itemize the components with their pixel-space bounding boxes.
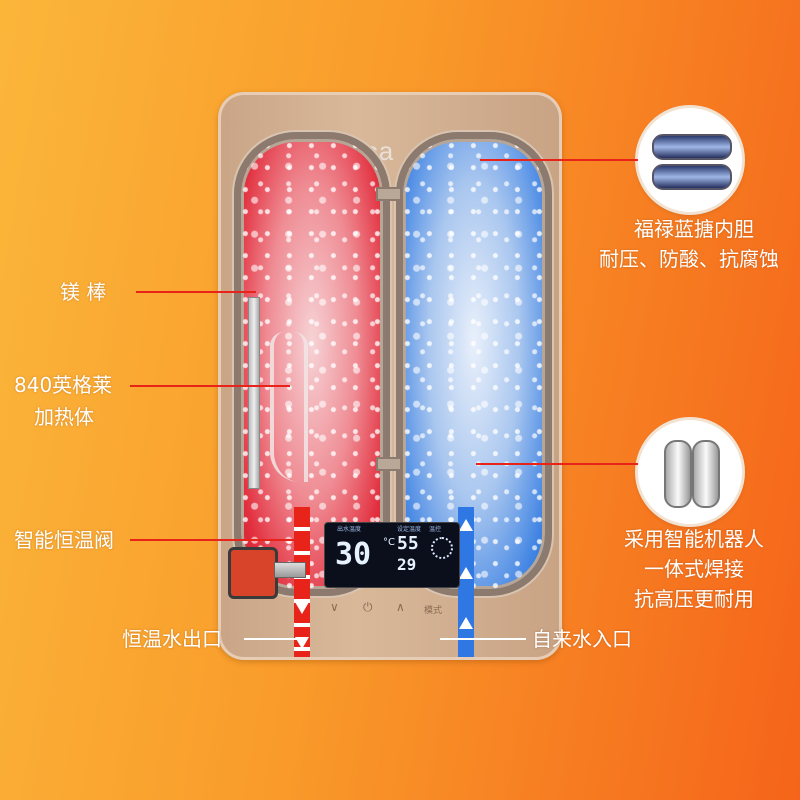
display-label-set: 设定温度 <box>397 526 422 533</box>
display-value-bottom: 29 <box>397 555 417 574</box>
leader-heater <box>130 385 290 387</box>
display-temp-unit: °C <box>383 537 395 548</box>
display-value-top: 55 <box>397 533 419 554</box>
label-heater-line1: 840英格莱 <box>14 373 113 397</box>
welded-cylinders-icon <box>638 420 742 524</box>
label-tank-line2: 耐压、防酸、抗腐蚀 <box>599 247 779 271</box>
leader-dot <box>296 536 302 542</box>
fan-icon <box>431 537 453 559</box>
control-display: 出水温度 设定温度 温控 30 °C 55 29 <box>324 522 460 588</box>
arrow-up-icon <box>459 519 473 531</box>
water-heater-body: ica 出水温度 设定温度 温控 30 °C 55 29 ∨ ⏻ ∧ 模式 <box>218 92 562 660</box>
leader-tank <box>480 159 638 161</box>
label-outlet: 恒温水出口 <box>122 627 222 651</box>
arrow-down-icon <box>295 602 309 614</box>
display-label-outlet: 出水温度 <box>337 526 362 533</box>
heating-element <box>270 332 308 482</box>
label-heater-line2: 加热体 <box>34 405 94 429</box>
label-thermostatic-valve: 智能恒温阀 <box>14 528 114 552</box>
leader-magnesium-rod <box>136 291 256 293</box>
label-weld-line1: 采用智能机器人 <box>624 527 764 551</box>
cold-water-tank <box>396 132 552 596</box>
leader-inlet <box>440 638 526 640</box>
power-icon[interactable]: ⏻ <box>363 600 373 614</box>
chevron-down-icon[interactable]: ∨ <box>330 600 339 614</box>
leader-outlet <box>244 638 300 640</box>
leader-weld <box>476 463 638 465</box>
magnesium-rod <box>248 297 260 489</box>
cold-water-pipe <box>458 507 474 657</box>
arrow-up-icon <box>459 617 473 629</box>
chevron-up-icon[interactable]: ∧ <box>396 600 405 614</box>
label-inlet: 自来水入口 <box>532 627 632 651</box>
display-temperature: 30 <box>335 537 372 572</box>
label-tank-line1: 福禄蓝搪内胆 <box>634 217 754 241</box>
display-label-control: 温控 <box>429 526 442 533</box>
arrow-down-icon <box>295 637 309 649</box>
leader-thermostatic-valve <box>130 539 300 541</box>
mode-button[interactable]: 模式 <box>424 606 443 616</box>
hot-water-pipe <box>294 507 310 657</box>
arrow-up-icon <box>459 567 473 579</box>
label-magnesium-rod: 镁 棒 <box>60 280 107 304</box>
label-weld-line3: 抗高压更耐用 <box>634 587 754 611</box>
valve-stem <box>274 562 306 578</box>
hot-water-tank <box>234 132 390 596</box>
tank-connector-bottom <box>376 457 402 471</box>
thermostatic-valve-knob <box>228 547 278 599</box>
label-weld-line2: 一体式焊接 <box>644 557 744 581</box>
tank-connector-top <box>376 187 402 201</box>
enamel-tank-icon <box>638 108 742 212</box>
